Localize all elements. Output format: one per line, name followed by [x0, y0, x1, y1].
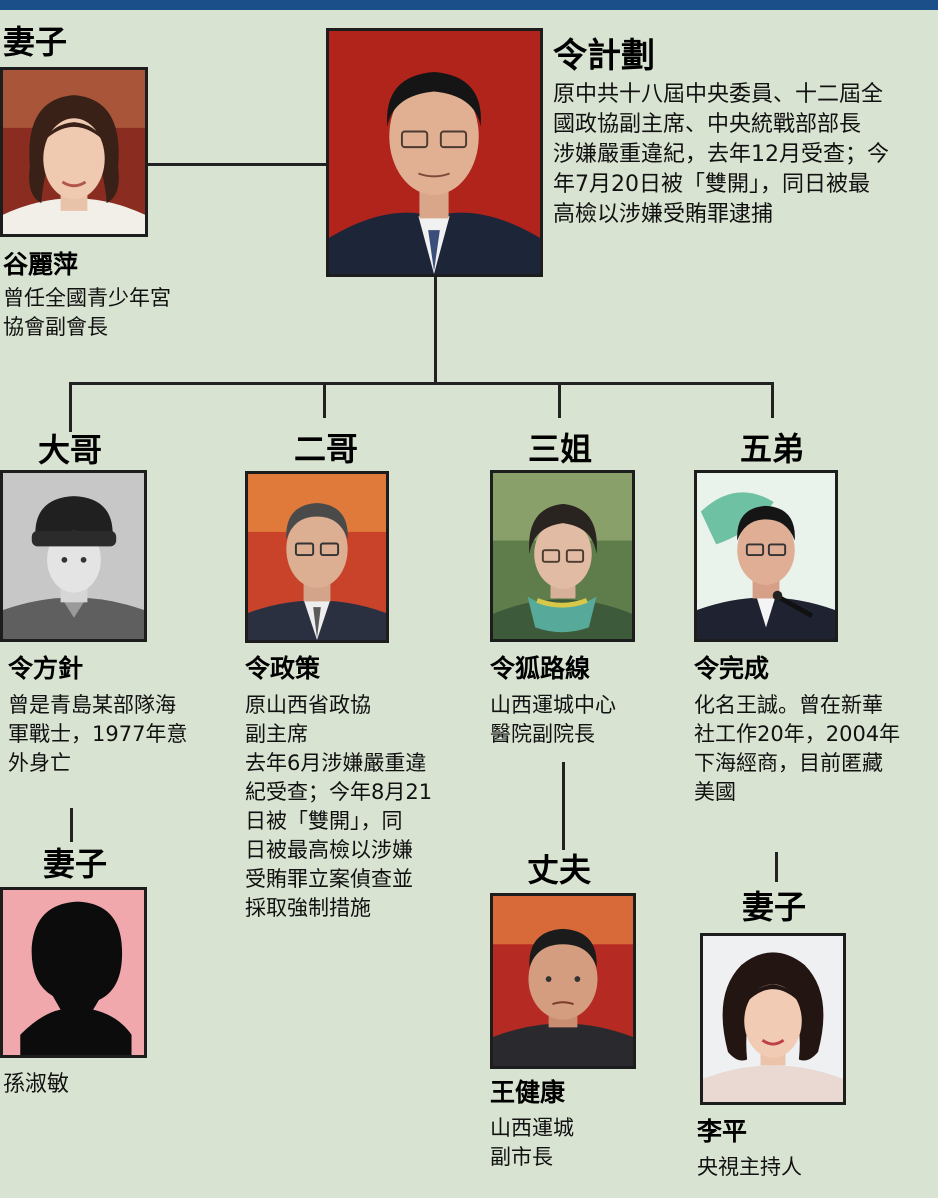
- sibling-3-name: 令狐路線: [490, 654, 591, 683]
- spouse-3-relation-label: 妻子: [742, 888, 807, 926]
- spouse-2-photo: [490, 893, 636, 1069]
- connector-sibling-4: [771, 382, 774, 418]
- sibling-1-relation-label: 大哥: [38, 431, 103, 469]
- sibling-1-description: 曾是青島某部隊海 軍戰士，1977年意 外身亡: [8, 693, 188, 775]
- sibling-2-name: 令政策: [245, 654, 321, 683]
- spouse-3-name: 李平: [697, 1117, 748, 1146]
- connector-spouse-3: [775, 852, 778, 882]
- spouse-1-relation-label: 妻子: [43, 845, 108, 883]
- spouse-2-name: 王健康: [490, 1078, 566, 1107]
- spouse-2-relation-label: 丈夫: [527, 851, 592, 889]
- sibling-4-relation-label: 五弟: [740, 430, 805, 468]
- connector-sibling-1: [69, 382, 72, 432]
- spouse-1-name: 孫淑敏: [3, 1072, 70, 1097]
- spouse-3-photo: [700, 933, 846, 1105]
- sibling-2-photo: [245, 471, 389, 643]
- sibling-1-photo: [0, 470, 147, 642]
- sibling-3-photo: [490, 470, 635, 642]
- wife-name: 谷麗萍: [3, 250, 79, 279]
- main-person-photo: [326, 28, 543, 277]
- wife-description: 曾任全國青少年宮 協會副會長: [3, 286, 171, 339]
- sibling-3-description: 山西運城中心 醫院副院長: [490, 693, 616, 746]
- sibling-4-photo: [694, 470, 838, 642]
- sibling-4-name: 令完成: [694, 654, 770, 683]
- wife-relation-label: 妻子: [3, 23, 68, 61]
- wife-photo: [0, 67, 148, 237]
- sibling-2-description: 原山西省政協 副主席 去年6月涉嫌嚴重違 紀受查；今年8月21 日被「雙開」，同…: [245, 693, 433, 920]
- spouse-2-description: 山西運城 副市長: [490, 1116, 574, 1169]
- connector-spouse-1: [70, 808, 73, 842]
- connector-main-down: [434, 276, 437, 384]
- connector-sibling-3: [558, 382, 561, 418]
- sibling-2-relation-label: 二哥: [294, 430, 359, 468]
- sibling-4-description: 化名王誠。曾在新華 社工作20年，2004年 下海經商，目前匿藏 美國: [694, 693, 901, 804]
- spouse-3-description: 央視主持人: [697, 1155, 802, 1179]
- connector-spouse-2: [562, 762, 565, 850]
- sibling-3-relation-label: 三姐: [528, 430, 593, 468]
- connector-wife-main: [148, 163, 328, 166]
- connector-sibling-2: [323, 382, 326, 418]
- top-banner-bar: [0, 0, 938, 10]
- spouse-1-silhouette: [0, 887, 147, 1058]
- main-person-name: 令計劃: [553, 36, 655, 76]
- connector-siblings-horizontal: [69, 382, 774, 385]
- main-person-description: 原中共十八屆中央委員、十二屆全 國政協副主席、中央統戰部部長 涉嫌嚴重違紀，去年…: [553, 82, 889, 227]
- sibling-1-name: 令方針: [8, 654, 84, 683]
